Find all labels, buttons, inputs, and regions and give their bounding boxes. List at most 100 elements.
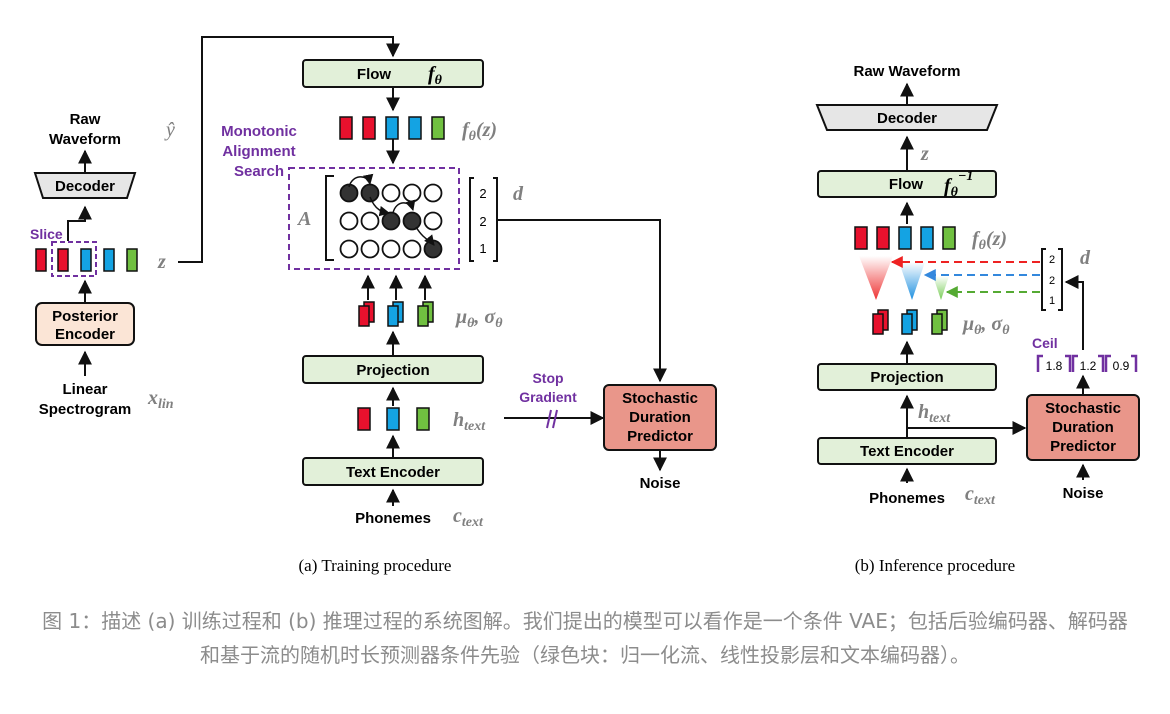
mu-block-blue [901, 313, 913, 335]
flow-box [302, 59, 484, 88]
alignment-cell-empty [381, 239, 401, 259]
text-encoder-box [817, 437, 997, 465]
sdp-label-2: Duration [629, 409, 691, 426]
arrow-d-to-sdp [497, 219, 667, 383]
stop-gradient-label-2: Gradient [519, 389, 577, 405]
phonemes-label: Phonemes [355, 510, 431, 527]
fz-block-red [854, 226, 868, 250]
ceil-bracket [1104, 354, 1111, 372]
f-theta-label: fθ [428, 63, 443, 88]
ceil-bracket [1098, 354, 1105, 372]
d-label: d [1080, 247, 1091, 269]
posterior-encoder-label-2: Encoder [55, 326, 115, 343]
fz-block-green [942, 226, 956, 250]
mas-label-1: Monotonic [221, 123, 297, 140]
mu-block-green [931, 313, 943, 335]
projection-box [302, 355, 484, 384]
ceil-value: 1.2 [1080, 359, 1097, 373]
projection-label: Projection [356, 362, 429, 379]
slice-dashed-box [51, 241, 97, 277]
mu-block-red [872, 313, 884, 335]
fz-block-blue [898, 226, 912, 250]
ceil-values: 1.8 1.2 0.9 [1036, 354, 1138, 373]
alignment-A-label: A [296, 208, 311, 230]
expand-cone-blue [899, 262, 925, 300]
decoder-label: Decoder [55, 178, 115, 195]
alignment-cell-empty [360, 239, 380, 259]
ceil-bracket [1131, 354, 1138, 372]
mas-label-2: Alignment [222, 143, 295, 160]
alignment-path-arrow [415, 226, 435, 246]
mas-label-3: Search [234, 163, 284, 180]
alignment-path-arrow [392, 199, 416, 214]
alignment-cell-empty [402, 239, 422, 259]
d-vector-right-bracket [493, 177, 498, 262]
projection-label: Projection [870, 369, 943, 386]
d-vector-right-bracket [1058, 248, 1063, 311]
latent-z-blocks [35, 248, 138, 272]
expand-cone-red [859, 256, 893, 300]
alignment-left-bracket [325, 175, 334, 261]
arrow-slice-to-decoder [67, 205, 92, 241]
c-text-label: ctext [965, 483, 996, 508]
sdp-label-3: Predictor [627, 428, 693, 445]
stop-gradient-mark [546, 409, 552, 429]
alignment-cell-empty [339, 211, 359, 231]
htext-block-red [357, 407, 371, 431]
d-label: d [513, 183, 524, 205]
f-inverse-label: fθ−1 [944, 169, 973, 200]
d-value: 2 [1049, 275, 1055, 287]
fz-block-blue [385, 116, 399, 140]
arrow-z-to-flow [178, 36, 400, 263]
alignment-cell-filled [360, 183, 380, 203]
d-value: 1 [1049, 295, 1055, 307]
mu-sigma-label: μθ, σθ [455, 306, 503, 331]
f-theta-z-blocks [339, 116, 445, 140]
mas-dashed-box [288, 167, 460, 270]
arrow-ceil-to-d [1064, 275, 1084, 350]
h-text-blocks [357, 407, 430, 431]
fz-block-green [431, 116, 445, 140]
linear-spectrogram-label-2: Spectrogram [39, 401, 132, 418]
decoder-box [33, 172, 137, 199]
latent-block-blue [80, 248, 92, 272]
system-diagram: Raw Waveform ŷ Decoder Slice z Posterior… [30, 36, 1140, 575]
alignment-cell-empty [381, 183, 401, 203]
alignment-matrix [339, 183, 443, 259]
f-theta-z-label: fθ(z) [972, 228, 1007, 253]
d-value: 2 [1049, 254, 1055, 266]
raw-waveform-label-1: Raw [70, 111, 101, 128]
fz-block-red [362, 116, 376, 140]
noise-label: Noise [1063, 485, 1104, 502]
mu-block-red [358, 305, 370, 327]
ceil-bracket [1071, 354, 1078, 372]
text-encoder-label: Text Encoder [860, 443, 954, 460]
h-text-label: htext [453, 409, 486, 434]
d-value: 2 [479, 214, 486, 229]
raw-waveform-label: Raw Waveform [854, 63, 961, 80]
d-vector-left-bracket [1041, 248, 1046, 311]
linear-spectrogram-label-1: Linear [62, 381, 107, 398]
d-value: 1 [479, 241, 486, 256]
alignment-cell-filled [381, 211, 401, 231]
flow-inverse-box [817, 170, 997, 198]
posterior-encoder-label-1: Posterior [52, 308, 118, 325]
sdp-label-1: Stochastic [622, 390, 698, 407]
alignment-cell-empty [423, 183, 443, 203]
training-panel: Raw Waveform ŷ Decoder Slice z Posterior… [30, 36, 717, 575]
phonemes-label: Phonemes [869, 490, 945, 507]
fz-block-blue [920, 226, 934, 250]
z-label: z [920, 143, 929, 165]
alignment-cell-empty [423, 211, 443, 231]
y-hat-label: ŷ [164, 119, 175, 141]
alignment-cell-empty [339, 239, 359, 259]
ceil-value: 0.9 [1113, 359, 1130, 373]
x-lin-label: xlin [147, 387, 174, 412]
latent-block-blue [103, 248, 115, 272]
latent-block-green [126, 248, 138, 272]
stop-gradient-label-1: Stop [532, 370, 563, 386]
sdp-label-1: Stochastic [1045, 400, 1121, 417]
fz-block-red [876, 226, 890, 250]
alignment-cell-filled [402, 211, 422, 231]
ceil-bracket [1065, 354, 1072, 372]
